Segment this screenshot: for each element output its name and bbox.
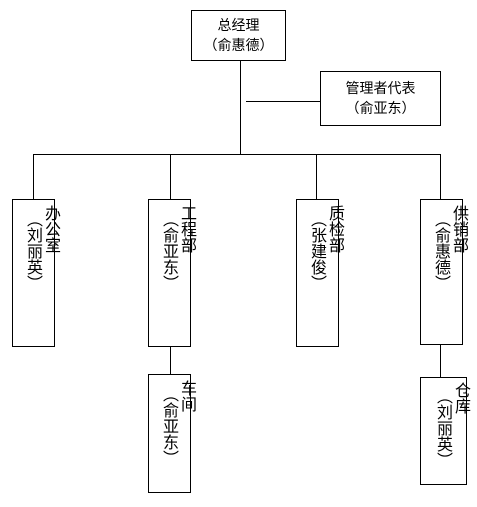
- sub-unit-box-workshop: 车间 （俞亚东）: [148, 374, 197, 493]
- department-box-sales: 供销部 （俞惠德）: [420, 199, 469, 345]
- connector-engineering: [170, 154, 171, 199]
- department-name-quality: （张建俊）: [308, 211, 327, 291]
- connector-quality: [316, 154, 317, 199]
- management-rep-box: 管理者代表 （俞亚东）: [320, 71, 441, 126]
- general-manager-title: 总经理: [217, 17, 260, 34]
- sub-unit-title-workshop: 车间: [178, 380, 197, 412]
- general-manager-box: 总经理 （俞惠德）: [191, 10, 286, 61]
- general-manager-name: （俞惠德）: [203, 37, 274, 54]
- connector-office: [33, 154, 34, 199]
- department-title-office: 办公室: [42, 205, 61, 253]
- department-box-office: 办公室 （刘丽英）: [12, 199, 61, 347]
- connector-warehouse: [440, 345, 441, 377]
- sub-unit-box-warehouse: 仓库 （刘丽英）: [420, 377, 471, 485]
- sub-unit-name-warehouse: （刘丽英）: [434, 388, 453, 468]
- department-title-quality: 质检部: [326, 205, 345, 253]
- department-box-quality: 质检部 （张建俊）: [296, 199, 345, 347]
- connector-gm-down: [240, 61, 241, 154]
- management-rep-name: （俞亚东）: [345, 100, 416, 117]
- department-title-sales: 供销部: [450, 205, 469, 253]
- department-title-engineering: 工程部: [178, 205, 197, 253]
- connector-horizontal-bus: [33, 154, 440, 155]
- department-name-engineering: （俞亚东）: [160, 211, 179, 291]
- sub-unit-title-warehouse: 仓库: [452, 382, 471, 414]
- department-name-office: （刘丽英）: [24, 211, 43, 291]
- connector-mgmt-rep: [246, 101, 320, 102]
- department-box-engineering: 工程部 （俞亚东）: [148, 199, 197, 347]
- connector-sales: [440, 154, 441, 199]
- sub-unit-name-workshop: （俞亚东）: [160, 386, 179, 466]
- management-rep-title: 管理者代表: [345, 80, 416, 97]
- connector-workshop: [170, 347, 171, 374]
- department-name-sales: （俞惠德）: [432, 211, 451, 291]
